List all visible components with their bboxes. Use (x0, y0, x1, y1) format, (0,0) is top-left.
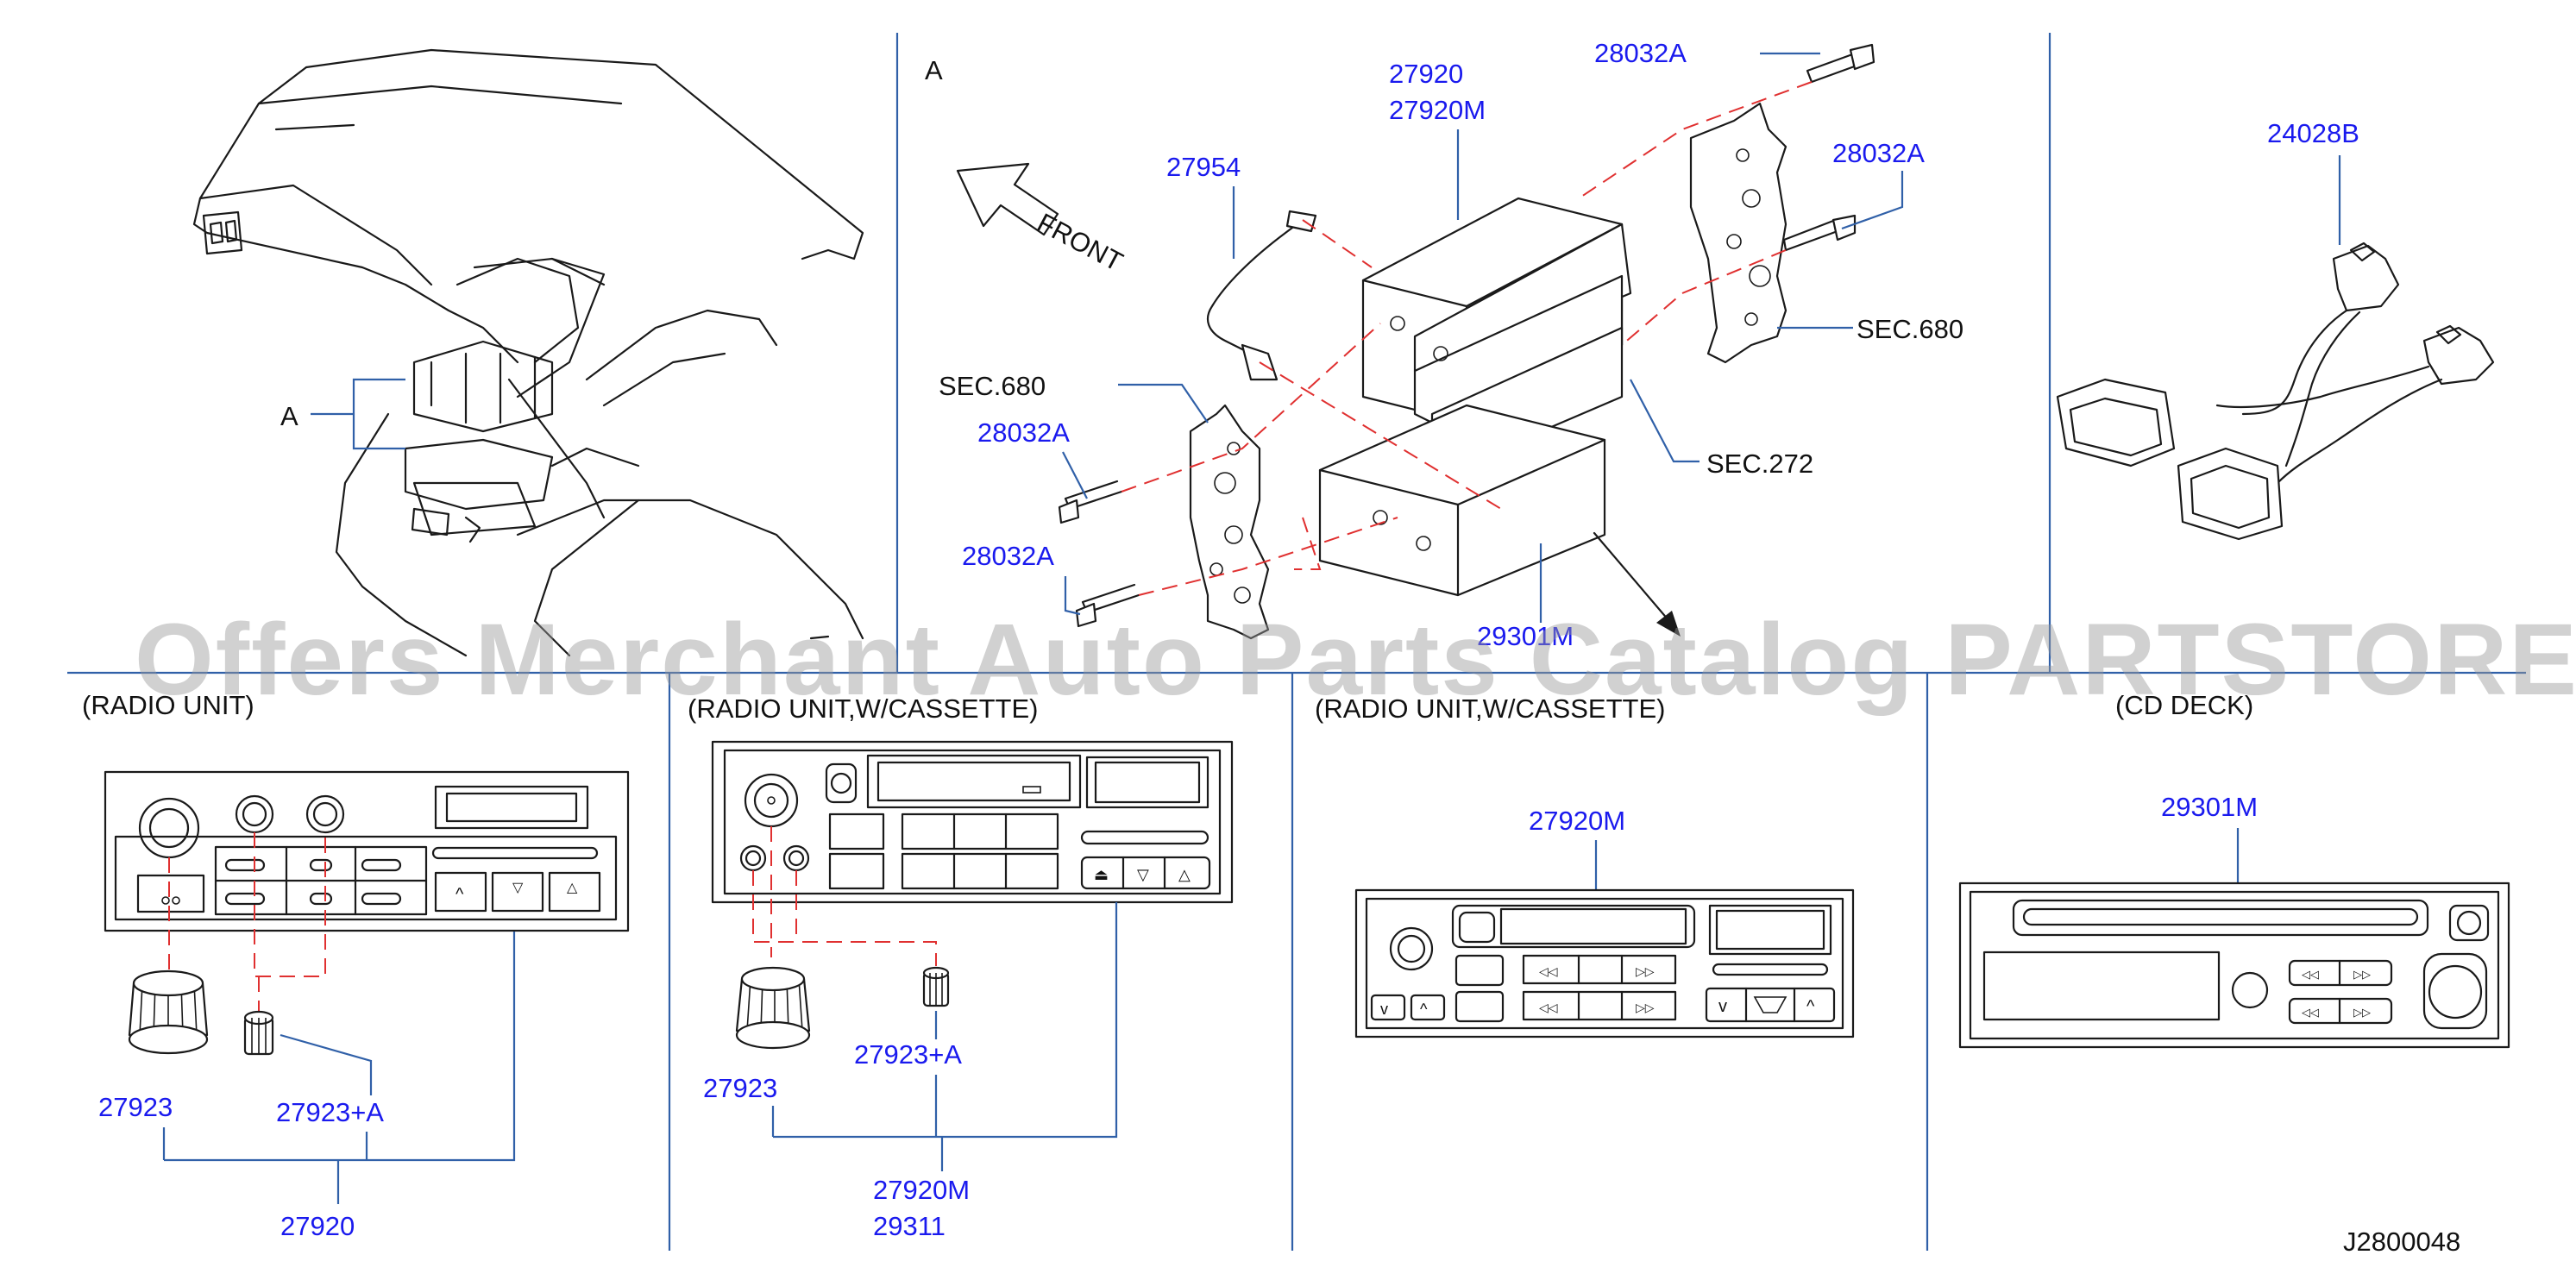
harness-24028b: 24028B (2056, 118, 2495, 541)
down-arrow-icon: ▽ (1137, 866, 1149, 883)
rewind-cd-icon: ◁◁ (2302, 1006, 2319, 1019)
cd-deck-faceplate: ◁◁ ▷▷ ◁◁ ▷▷ (1958, 882, 2510, 1049)
front-label: FRONT (1033, 207, 1128, 277)
view-a-callout: A (280, 401, 298, 431)
part-27920m-p3: 27920M (1529, 806, 1625, 836)
part-28032a-top: 28032A (1594, 38, 1687, 68)
knob-small-icon (243, 1010, 274, 1056)
part-27920-top: 27920 (1389, 59, 1463, 89)
next-track-icon: ▷▷ (2353, 968, 2371, 981)
part-27923-p1: 27923 (98, 1092, 173, 1122)
sec-680-right: SEC.680 (1857, 314, 1963, 344)
watermark-text: Offers Merchant Auto Parts Catalog PARTS… (135, 603, 2576, 717)
part-29301m-top: 29301M (1477, 621, 1574, 651)
radio-cassette-1-title: (RADIO UNIT,W/CASSETTE) (688, 693, 1038, 724)
panel-separators (67, 33, 2526, 1251)
rewind-icon-2: ◁◁ (1539, 1001, 1558, 1014)
up-chevron-icon-1: ^ (1420, 1001, 1428, 1018)
panel-radio-cassette-1: (RADIO UNIT,W/CASSETTE) (688, 693, 1234, 1241)
prev-track-icon: ◁◁ (2302, 968, 2319, 981)
part-27920-p1: 27920 (280, 1211, 355, 1241)
radio-cassette-2-title: (RADIO UNIT,W/CASSETTE) (1315, 693, 1665, 724)
panel-radio-unit: (RADIO UNIT) (82, 690, 630, 1241)
down-button-icon: ▽ (512, 881, 524, 895)
part-27923a-p1: 27923+A (276, 1097, 384, 1127)
eject-cassette-icon: ⏏ (1094, 866, 1109, 883)
eject-button-icon: △ (567, 881, 578, 895)
view-a-assembly: A FRONT (925, 38, 1963, 651)
up-button-icon: ^ (456, 885, 464, 904)
diagram-code: J2800048 (2343, 1227, 2460, 1257)
part-27920m-p2: 27920M (873, 1175, 970, 1205)
part-24028b: 24028B (2267, 118, 2359, 148)
up-arrow-icon: △ (1178, 866, 1191, 883)
part-28032a-right: 28032A (1832, 138, 1925, 168)
part-29301m-p4: 29301M (2161, 792, 2258, 822)
radio-unit-faceplate: ^ ▽ △ (104, 770, 630, 932)
knob-large-icon-2 (735, 966, 811, 1050)
down-chevron-icon-1: v (1380, 1001, 1388, 1018)
radio-unit-title: (RADIO UNIT) (82, 690, 254, 720)
radio-cassette-2-faceplate: v ^ ◁◁ ▷▷ ◁◁ ▷▷ v ^ (1354, 888, 1855, 1038)
front-arrow-icon (956, 162, 1059, 236)
part-29311-p2: 29311 (873, 1211, 946, 1241)
panel-radio-cassette-2: (RADIO UNIT,W/CASSETTE) 27920M v ^ (1315, 693, 1855, 1038)
part-27923a-p2: 27923+A (854, 1039, 962, 1070)
forward-icon-2: ▷▷ (1636, 1001, 1655, 1014)
panel-cd-deck: (CD DECK) 29301M ◁◁ ▷▷ ◁◁ ▷▷ (1958, 690, 2510, 1049)
knob-large-icon (128, 969, 209, 1055)
part-27920m-top: 27920M (1389, 95, 1486, 125)
up-chevron-icon-2: ^ (1806, 997, 1815, 1016)
part-27954: 27954 (1166, 152, 1241, 182)
dashboard-illustration: A (192, 48, 864, 657)
forward-icon-1: ▷▷ (1636, 964, 1655, 978)
forward-cd-icon: ▷▷ (2353, 1006, 2371, 1019)
knob-small-icon-2 (922, 966, 950, 1007)
part-28032a-left-1: 28032A (977, 417, 1070, 448)
sec-272: SEC.272 (1706, 449, 1813, 479)
radio-cassette-1-faceplate: ⏏ ▽ △ (711, 740, 1234, 904)
view-a-label: A (925, 55, 943, 85)
sec-680-left: SEC.680 (939, 371, 1046, 401)
down-chevron-icon-2: v (1718, 997, 1727, 1016)
cd-deck-title: (CD DECK) (2115, 690, 2253, 720)
rewind-icon-1: ◁◁ (1539, 964, 1558, 978)
part-28032a-left-2: 28032A (962, 541, 1054, 571)
part-27923-p2: 27923 (703, 1073, 777, 1103)
